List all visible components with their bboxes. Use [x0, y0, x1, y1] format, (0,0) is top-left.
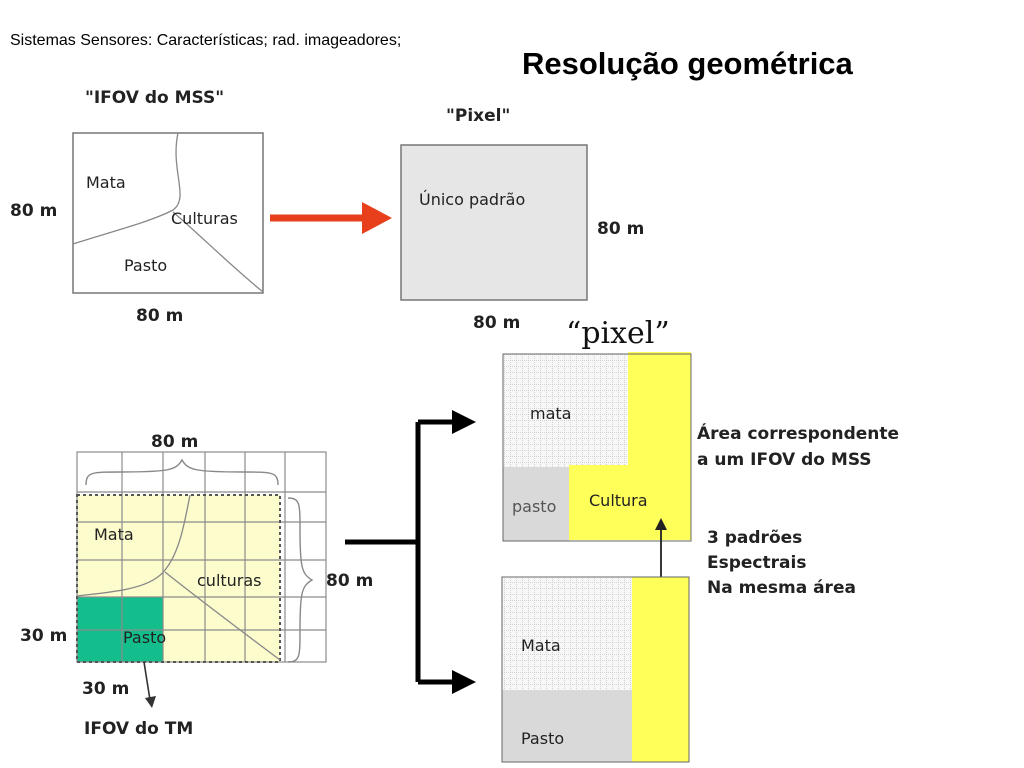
branch-arrows [345, 419, 455, 685]
lower-label-pasto: Pasto [521, 729, 565, 748]
tm-label-pasto: Pasto [123, 628, 167, 647]
upper-composition [502, 352, 692, 542]
tm-ifov-caption: IFOV do TM [84, 719, 194, 739]
top-brace [85, 458, 279, 486]
tm-label-culturas: culturas [197, 571, 262, 590]
pixel-dim-bottom: 80 m [473, 313, 521, 333]
tm-grid [76, 451, 327, 708]
mss-ifov-caption: "IFOV do MSS" [85, 88, 225, 108]
pixel-dim-right: 80 m [597, 219, 645, 239]
lower-composition [501, 576, 690, 763]
mss-label-culturas: Culturas [171, 209, 238, 228]
tm-dim-left: 30 m [20, 626, 68, 646]
upper-label-mata: mata [530, 404, 572, 423]
patterns-line3: Na mesma área [707, 578, 856, 598]
pixel-square [400, 144, 588, 301]
boundary-culturas-pasto [172, 211, 264, 293]
slide-title: Resolução geométrica [522, 46, 853, 81]
lower-label-mata: Mata [521, 636, 561, 655]
pixel-caption: "Pixel" [446, 106, 511, 126]
boundary-mata-culturas [72, 132, 181, 245]
upper-label-cultura: Cultura [589, 491, 648, 510]
area-note-line1: Área correspondente [697, 424, 900, 444]
arrow-head-lower [452, 670, 476, 694]
tm-dim-right: 80 m [326, 571, 374, 591]
mss-dim-left: 80 m [10, 201, 58, 221]
tm-dim-top: 80 m [151, 432, 199, 452]
mss-label-mata: Mata [86, 173, 126, 192]
mss-label-pasto: Pasto [124, 256, 168, 275]
tm-label-mata: Mata [94, 525, 134, 544]
pixel-serif-label: “pixel” [566, 316, 670, 351]
arrow-head-upper [452, 410, 476, 434]
red-arrow [270, 202, 392, 234]
patterns-line2: Espectrais [707, 553, 807, 573]
patterns-line1: 3 padrões [707, 528, 803, 548]
mss-ifov-square [72, 132, 264, 294]
tm-dim-bottom: 30 m [82, 679, 130, 699]
right-brace [287, 497, 314, 663]
slide-header: Sistemas Sensores: Características; rad.… [10, 32, 402, 49]
area-note-line2: a um IFOV do MSS [697, 450, 872, 470]
mss-dim-bottom: 80 m [136, 306, 184, 326]
upper-label-pasto: pasto [512, 497, 557, 516]
pixel-label-unico: Único padrão [419, 190, 526, 209]
